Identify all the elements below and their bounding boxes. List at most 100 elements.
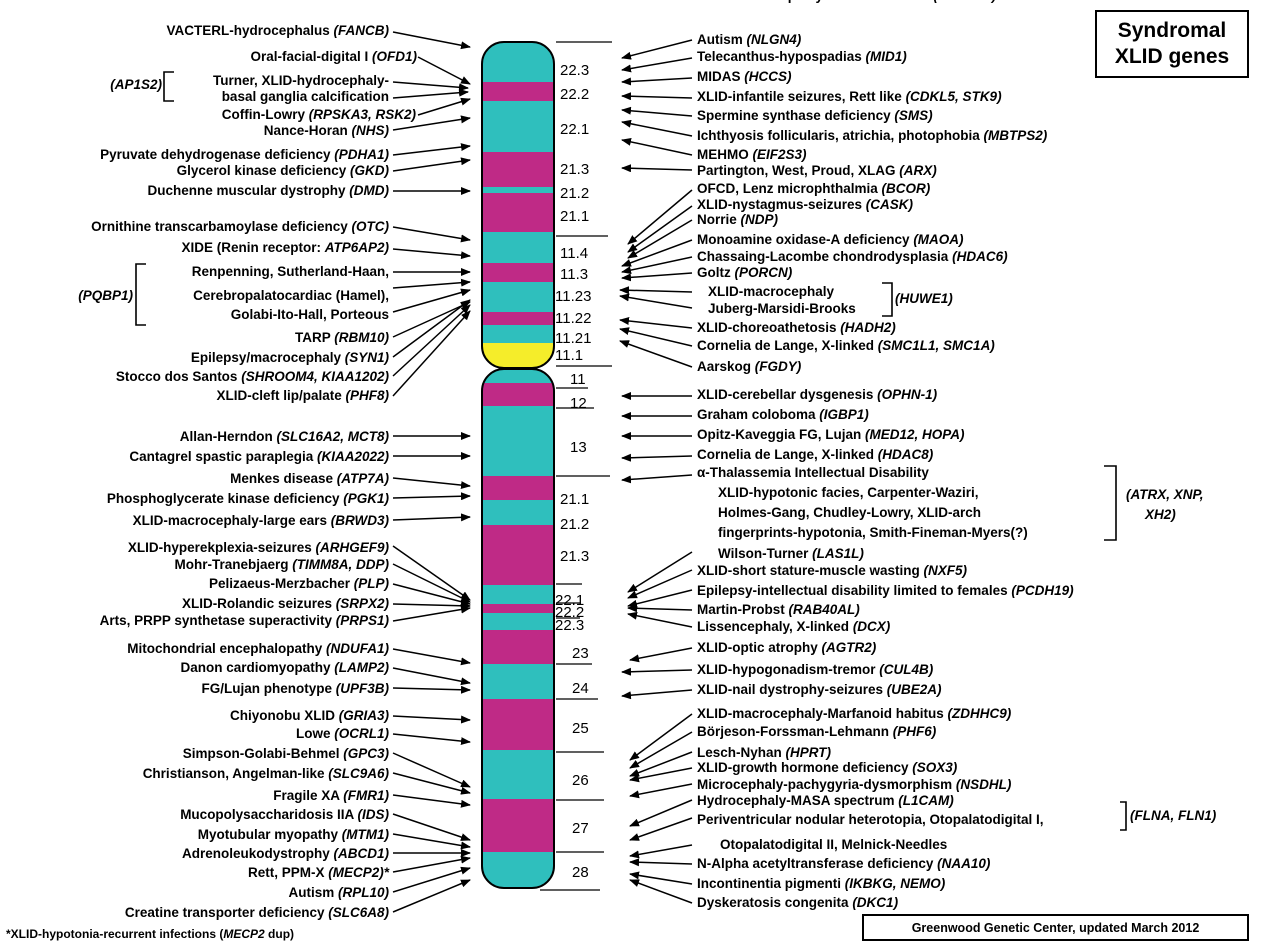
right-arrow-16 <box>620 320 692 328</box>
band-p-6 <box>482 232 554 263</box>
left-arrow-6 <box>393 146 470 155</box>
left-label-17-text: XLID-cleft lip/palate <box>216 388 345 403</box>
right-label-28-gene: (NXF5) <box>924 563 968 578</box>
left-label-26: XLID-Rolandic seizures (SRPX2) <box>182 596 390 611</box>
band-q-10 <box>482 664 554 699</box>
band-p-4 <box>482 187 554 193</box>
left-label-5-gene: (NHS) <box>352 123 390 138</box>
right-bracket-label-2: XH2) <box>1144 507 1176 522</box>
left-label-16-gene: (SHROOM4, KIAA1202) <box>241 369 389 384</box>
right-arrow-1 <box>622 58 692 70</box>
right-label-23: α-Thalassemia Intellectual Disability <box>697 465 929 480</box>
left-label-40-gene: (RPL10) <box>338 885 390 900</box>
right-label-21-gene: (MED12, HOPA) <box>865 427 965 442</box>
right-arrow-25 <box>628 570 692 598</box>
right-arrow-39 <box>630 845 692 856</box>
left-label-24-text: Mohr-Tranebjaerg <box>174 557 292 572</box>
left-label-12-text: Cerebropalatocardiac (Hamel), <box>193 288 389 303</box>
right-label-26-text: fingerprints-hypotonia, Smith-Fineman-My… <box>718 525 1028 540</box>
right-arrow-28 <box>628 614 692 627</box>
left-arrow-7 <box>393 160 470 171</box>
left-label-1-gene: (OFD1) <box>372 49 418 64</box>
right-label-39-gene: (NSDHL) <box>956 777 1012 792</box>
left-label-21-gene: (PGK1) <box>343 491 389 506</box>
right-label-17-gene: (SMC1L1, SMC1A) <box>878 338 996 353</box>
right-label-13-text: Goltz <box>697 265 735 280</box>
right-label-33-gene: (CUL4B) <box>879 662 933 677</box>
left-label-29-text: Danon cardiomyopathy <box>180 660 334 675</box>
left-label-36: Mucopolysaccharidosis IIA (IDS) <box>180 807 389 822</box>
left-label-37-gene: (MTM1) <box>342 827 390 842</box>
right-label-22-text: Cornelia de Lange, X-linked <box>697 447 878 462</box>
right-label-9-text: XLID-nystagmus-seizures <box>697 197 866 212</box>
left-label-28-text: Mitochondrial encephalopathy <box>127 641 326 656</box>
right-label-15: Juberg-Marsidi-Brooks <box>708 301 856 316</box>
left-label-28-gene: (NDUFA1) <box>326 641 390 656</box>
right-arrow-9 <box>628 206 692 252</box>
band-label-q-12: 26 <box>572 772 589 789</box>
left-label-30-text: FG/Lujan phenotype <box>202 681 336 696</box>
left-label-5-text: Nance-Horan <box>264 123 352 138</box>
right-arrow-17 <box>620 329 692 346</box>
band-p-8 <box>482 282 554 312</box>
band-p-0 <box>482 42 554 82</box>
right-arrow-42 <box>630 880 692 903</box>
right-label-4-text: Spermine synthase deficiency <box>697 108 894 123</box>
left-arrow-24 <box>393 564 470 602</box>
footnote-gene: MECP2 <box>223 927 264 941</box>
right-label-29: Epilepsy-intellectual disability limited… <box>697 583 1074 598</box>
right-label-19: XLID-cerebellar dysgenesis (OPHN-1) <box>697 387 938 402</box>
left-arrow-32 <box>393 734 470 742</box>
band-p-5 <box>482 193 554 232</box>
left-arrow-22 <box>393 517 470 520</box>
left-label-23-gene: (ARHGEF9) <box>316 540 390 555</box>
left-label-27-gene: (PRPS1) <box>336 613 390 628</box>
footnote-suffix: dup) <box>265 927 294 941</box>
right-label-37-gene: (HPRT) <box>786 745 832 760</box>
left-label-0: VACTERL-hydrocephalus (FANCB) <box>166 23 389 38</box>
right-label-16-text: XLID-choreoathetosis <box>697 320 840 335</box>
band-p-3 <box>482 152 554 187</box>
right-label-1: Telecanthus-hypospadias (MID1) <box>697 49 907 64</box>
band-q-5 <box>482 525 554 585</box>
left-label-8: Duchenne muscular dystrophy (DMD) <box>147 183 389 198</box>
right-label-14: XLID-macrocephaly <box>708 284 835 299</box>
left-arrow-31 <box>393 716 470 720</box>
right-label-16-gene: (HADH2) <box>840 320 896 335</box>
left-label-24: Mohr-Tranebjaerg (TIMM8A, DDP) <box>174 557 389 572</box>
right-label-21-text: Opitz-Kaveggia FG, Lujan <box>697 427 865 442</box>
band-label-q-2: 13 <box>570 439 587 456</box>
right-label-39-text: Microcephaly-pachygyria-dysmorphism <box>697 777 956 792</box>
right-label-34-gene: (UBE2A) <box>887 682 942 697</box>
right-label-9-gene: (CASK) <box>866 197 914 212</box>
left-label-30-gene: (UPF3B) <box>336 681 390 696</box>
left-label-35-gene: (FMR1) <box>343 788 389 803</box>
right-arrow-6 <box>622 140 692 155</box>
right-label-25-text: Holmes-Gang, Chudley-Lowry, XLID-arch <box>718 505 981 520</box>
band-q-6 <box>482 585 554 604</box>
title-box: Syndromal XLID genes <box>1095 10 1249 78</box>
right-label-22: Cornelia de Lange, X-linked (HDAC8) <box>697 447 934 462</box>
right-label-41-text: Periventricular nodular heterotopia, Oto… <box>697 812 1044 827</box>
right-label-3-gene: (CDKL5, STK9) <box>906 89 1003 104</box>
band-q-2 <box>482 406 554 476</box>
right-label-12-text: Chassaing-Lacombe chondrodysplasia <box>697 249 952 264</box>
right-arrow-8 <box>628 190 692 244</box>
band-label-p-7: 11.3 <box>560 266 588 283</box>
left-arrow-26 <box>393 604 470 606</box>
right-label-38-text: XLID-growth hormone deficiency <box>697 760 912 775</box>
right-label-9: XLID-nystagmus-seizures (CASK) <box>697 197 914 212</box>
left-label-25-text: Pelizaeus-Merzbacher <box>209 576 354 591</box>
left-label-15: Epilepsy/macrocephaly (SYN1) <box>191 350 390 365</box>
right-label-8-text: OFCD, Lenz microphthalmia <box>697 181 882 196</box>
left-label-38: Adrenoleukodystrophy (ABCD1) <box>182 846 390 861</box>
labels: 22.322.222.121.321.221.111.411.311.2311.… <box>78 0 1217 920</box>
bracket-huwe1 <box>882 283 892 316</box>
right-label-46: XLID-macrocephaly-seizures-autism (RAB39… <box>697 0 997 3</box>
title-line-1: Syndromal <box>1118 18 1227 44</box>
right-label-38: XLID-growth hormone deficiency (SOX3) <box>697 760 958 775</box>
right-label-27-gene: (LAS1L) <box>812 546 864 561</box>
right-label-1-gene: (MID1) <box>866 49 908 64</box>
band-p-2 <box>482 101 554 152</box>
left-bracket-label-1: (PQBP1) <box>78 288 133 303</box>
